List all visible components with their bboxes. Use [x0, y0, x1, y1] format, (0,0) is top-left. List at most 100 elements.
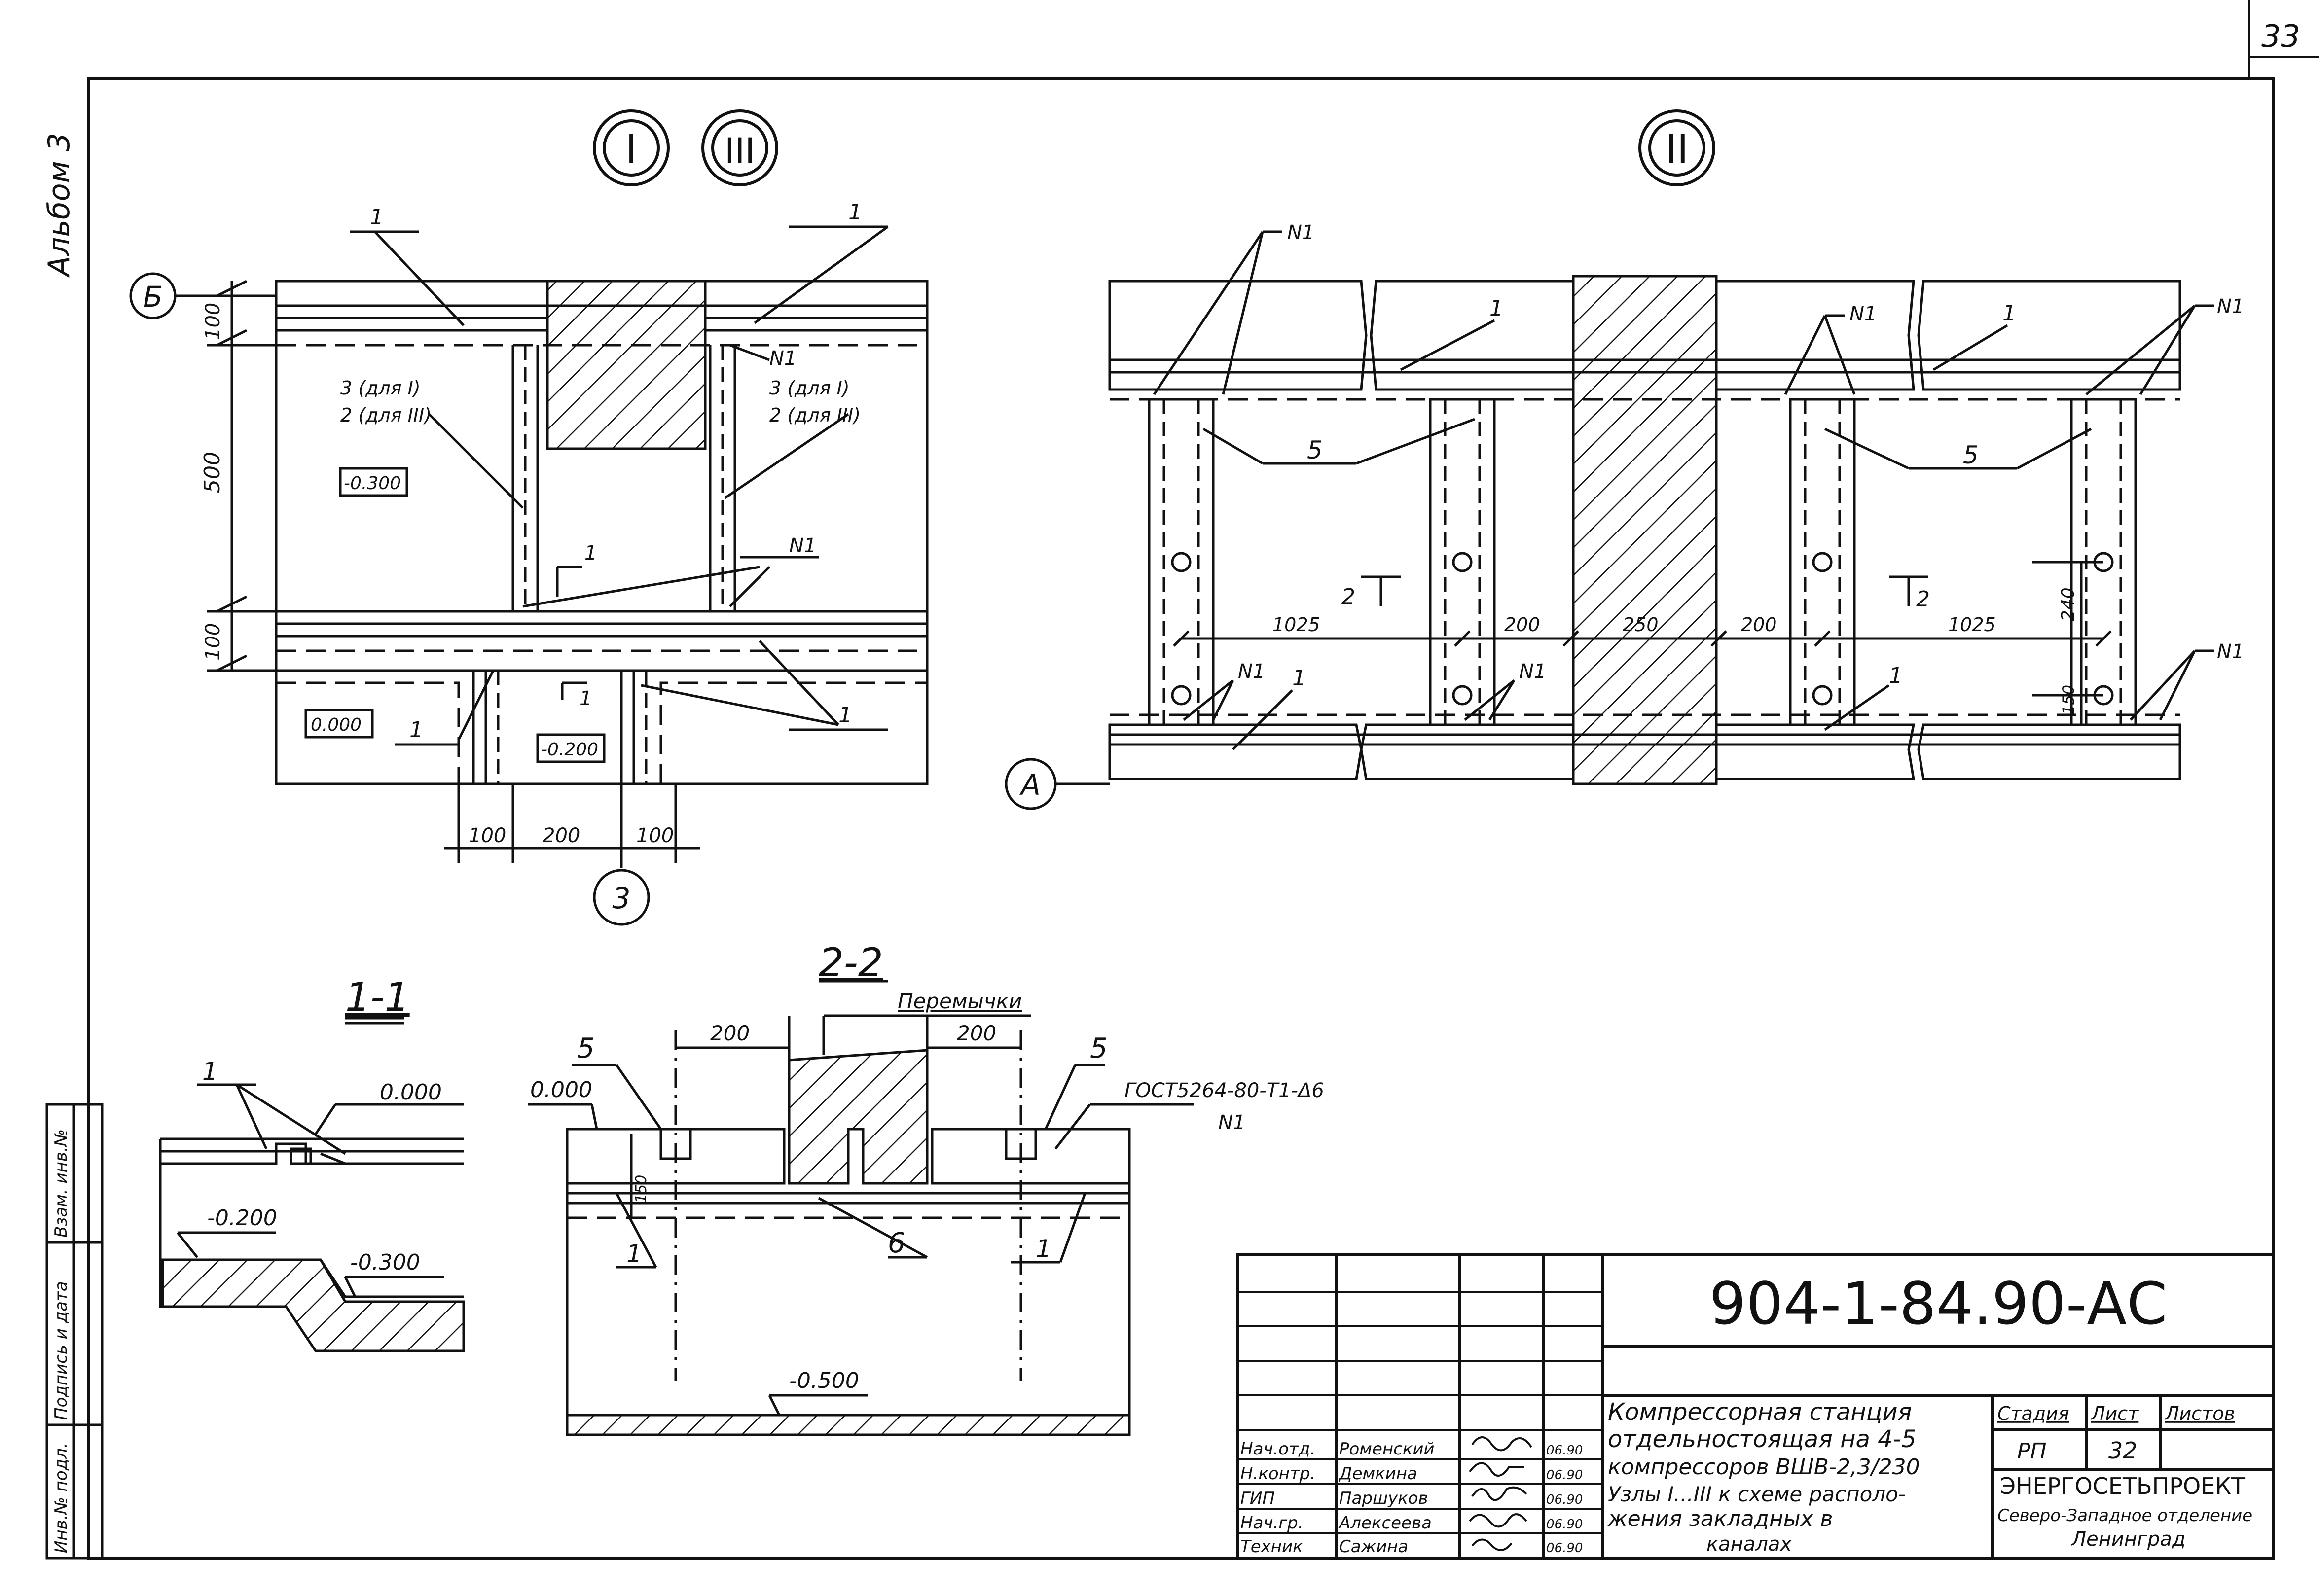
row-4-role: Техник — [1240, 1537, 1303, 1557]
sheet-value: 32 — [2108, 1437, 2138, 1464]
section-2-dim-200-left: 200 — [710, 1021, 750, 1045]
row-3-name: Алексеева — [1338, 1513, 1432, 1533]
org-line-3: Ленинград — [2070, 1528, 2186, 1551]
stage-value: РП — [2017, 1439, 2047, 1464]
page-number: 33 — [2261, 18, 2300, 54]
dim-200-right: 200 — [1741, 614, 1777, 636]
plan-right — [1005, 230, 2214, 810]
view-markers — [593, 109, 1715, 186]
title-line-1: Компрессорная станция — [1608, 1398, 1912, 1426]
lintels-label: Перемычки — [898, 989, 1022, 1013]
n1-bottom-3: N1 — [2217, 640, 2244, 663]
n1-bottom-1: N1 — [1238, 660, 1265, 683]
pos-1-top-a: 1 — [1489, 296, 1503, 321]
row-1-date: 06.90 — [1546, 1468, 1583, 1483]
section-2-elev-bot: -0.500 — [789, 1368, 859, 1393]
org-line-1: ЭНЕРГОСЕТЬПРОЕКТ — [2000, 1473, 2246, 1499]
callout-right-a: 3 (для I) — [769, 377, 850, 399]
view-I-label: I — [625, 126, 637, 172]
section-2-dim-200-right: 200 — [957, 1021, 996, 1045]
section-2-pos-5-left: 5 — [577, 1032, 595, 1064]
axis-A-label: А — [1019, 768, 1041, 802]
stage-label: Стадия — [1997, 1403, 2069, 1424]
section-2-pos-6: 6 — [888, 1227, 906, 1259]
row-3-date: 06.90 — [1546, 1517, 1583, 1532]
section-mark-1-lower: 1 — [580, 687, 592, 710]
row-3-role: Нач.гр. — [1240, 1513, 1304, 1533]
side-stamp-inv: Инв.№ подл. — [51, 1443, 71, 1553]
row-1-role: Н.контр. — [1240, 1464, 1315, 1484]
row-4-name: Сажина — [1339, 1537, 1408, 1557]
dim-bot-100: 100 — [202, 623, 224, 661]
dim-240: 240 — [2058, 587, 2078, 621]
row-0-date: 06.90 — [1546, 1443, 1583, 1458]
side-stamp — [45, 1103, 104, 1560]
section-2-pos-1-left: 1 — [626, 1240, 642, 1268]
org-line-2: Северо-Западное отделение — [1997, 1506, 2252, 1525]
weld-spec: ГОСТ5264-80-Т1-Δ6 — [1124, 1079, 1324, 1102]
axis-3-label: 3 — [613, 882, 631, 915]
callout-left-b: 2 (для III) — [340, 404, 432, 426]
pos-1-bottom-left: 1 — [409, 717, 423, 743]
section-2-elev-top: 0.000 — [530, 1077, 592, 1102]
section-2-dim-150: 150 — [633, 1175, 650, 1203]
row-0-role: Нач.отд. — [1240, 1439, 1315, 1459]
side-stamp-replace: Взам. инв.№ — [51, 1129, 71, 1238]
pos-1-top-right: 1 — [848, 200, 862, 225]
pos-5-left: 5 — [1307, 436, 1323, 464]
section-mark-2-left: 2 — [1341, 584, 1355, 609]
dim-1025-right: 1025 — [1948, 614, 1996, 636]
sheet-frame — [87, 77, 2275, 1560]
dim-1025-left: 1025 — [1272, 614, 1320, 636]
elev-minus-0300: -0.300 — [344, 473, 401, 494]
pos-1-top-b: 1 — [2002, 301, 2016, 326]
side-stamp-sign: Подпись и дата — [51, 1281, 71, 1420]
section-1-elev-bot: -0.300 — [350, 1250, 420, 1275]
section-2-n1: N1 — [1218, 1111, 1245, 1134]
dim-x3-100: 100 — [636, 824, 674, 847]
section-2-2 — [528, 980, 1194, 1436]
view-II-label: II — [1665, 126, 1688, 172]
n1-top: N1 — [769, 347, 797, 370]
view-III-label: III — [725, 131, 755, 171]
subtitle-line-2: жения закладных в — [1607, 1506, 1833, 1531]
section-2-pos-1-right: 1 — [1036, 1235, 1051, 1263]
n1-top-2: N1 — [1849, 303, 1877, 325]
section-1-pos-1: 1 — [202, 1057, 218, 1086]
row-0-name: Роменский — [1339, 1439, 1435, 1459]
subtitle-line-3: каналах — [1706, 1533, 1792, 1556]
section-1-1 — [159, 1014, 465, 1352]
title-block — [1236, 1253, 2275, 1560]
title-line-2: отдельностоящая на 4-5 — [1608, 1425, 1917, 1453]
row-2-date: 06.90 — [1546, 1492, 1583, 1507]
pos-1-bottom-b: 1 — [1889, 663, 1903, 688]
section-1-1-title: 1-1 — [345, 974, 410, 1020]
row-2-role: ГИП — [1240, 1489, 1275, 1508]
dim-200-left: 200 — [1504, 614, 1540, 636]
dim-x2-200: 200 — [543, 824, 580, 847]
row-2-name: Паршуков — [1339, 1489, 1428, 1508]
sheet-label: Лист — [2090, 1403, 2139, 1424]
title-line-3: компрессоров ВШВ-2,3/230 — [1608, 1454, 1920, 1480]
n1-top-3: N1 — [2217, 295, 2244, 318]
section-mark-1-upper: 1 — [584, 542, 597, 565]
n1-top-1: N1 — [1287, 221, 1314, 244]
dim-250: 250 — [1623, 614, 1659, 636]
section-2-2-title: 2-2 — [819, 940, 883, 986]
pos-1-bottom-a: 1 — [1292, 666, 1306, 691]
signature-marks — [1469, 1436, 1532, 1551]
n1-middle: N1 — [789, 534, 816, 557]
section-1-elev-mid: -0.200 — [207, 1206, 277, 1231]
pos-1-bottom-right: 1 — [838, 703, 852, 728]
subtitle-line-1: Узлы I...III к схеме располо- — [1608, 1482, 1906, 1506]
axis-B-label: Б — [143, 280, 163, 314]
dim-top-100: 100 — [202, 303, 224, 340]
row-1-name: Демкина — [1338, 1464, 1417, 1484]
elev-0000: 0.000 — [311, 715, 362, 735]
pos-5-right: 5 — [1963, 441, 1979, 469]
dim-x1-100: 100 — [469, 824, 506, 847]
pos-1-top-left: 1 — [370, 205, 384, 230]
callout-right-b: 2 (для III) — [769, 404, 861, 426]
section-mark-2-right: 2 — [1916, 587, 1930, 612]
